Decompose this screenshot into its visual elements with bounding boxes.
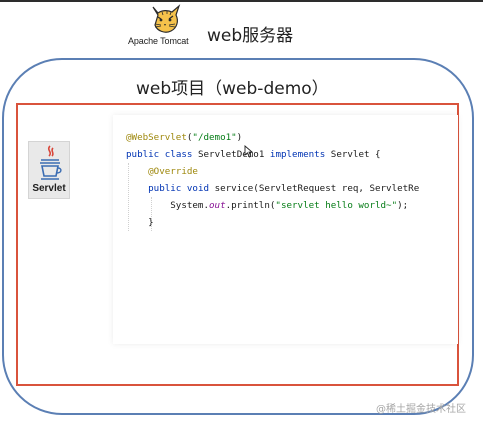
code-line-3: @Override [148, 166, 198, 177]
code-block: @WebServlet("/demo1") public class Servl… [126, 129, 419, 231]
mouse-cursor-icon [244, 145, 253, 158]
code-line-4: public void service(ServletRequest req, … [148, 183, 420, 194]
tomcat-logo-text: Apache Tomcat [128, 36, 189, 46]
web-project-container [16, 103, 459, 386]
code-line-5: System.out.println("servlet hello world~… [170, 200, 409, 211]
code-line-6: } [148, 217, 154, 228]
tomcat-cat-icon [152, 4, 181, 33]
code-line-2: public class ServletDemo1 implements Ser… [126, 149, 381, 160]
web-server-container [2, 58, 474, 415]
web-server-label: web服务器 [207, 26, 294, 46]
watermark: @稀土掘金技术社区 [376, 404, 466, 415]
servlet-icon-label: Servlet [32, 183, 66, 194]
indent-guide [128, 163, 129, 231]
code-editor-panel: @WebServlet("/demo1") public class Servl… [113, 115, 458, 344]
web-project-label: web项目（web-demo） [136, 79, 329, 99]
java-coffee-cup-icon [40, 145, 62, 180]
code-line-1: @WebServlet("/demo1") [126, 132, 243, 143]
top-border-line [0, 0, 483, 2]
servlet-icon: Servlet [28, 141, 70, 199]
tomcat-logo: Apache Tomcat [128, 3, 202, 47]
indent-guide [151, 197, 152, 231]
